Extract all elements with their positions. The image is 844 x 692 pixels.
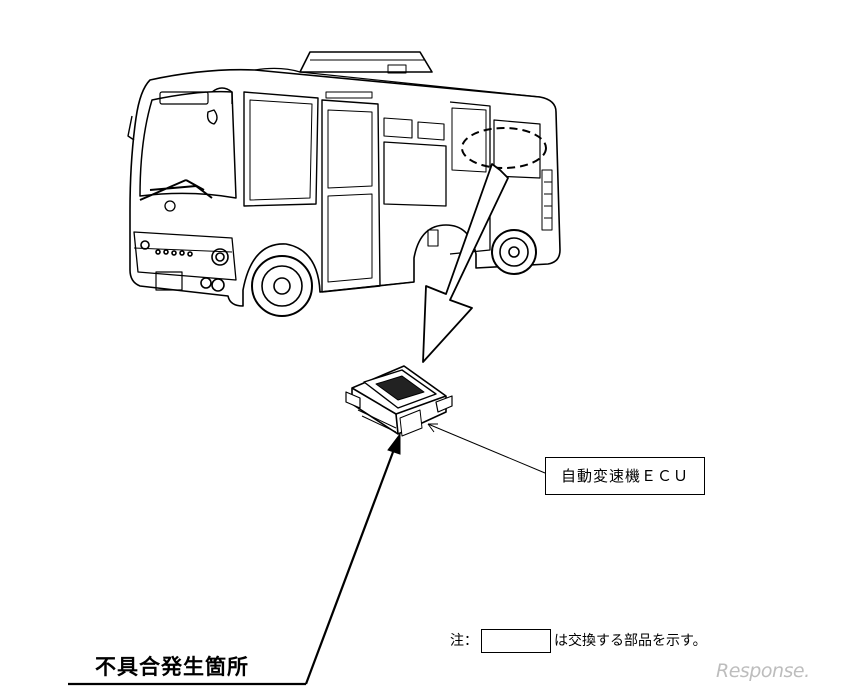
- ecu-component-icon: [345, 365, 453, 437]
- bus-illustration: [127, 51, 561, 317]
- replacement-part-legend-box: [481, 629, 551, 653]
- ecu-label-leader: [427, 423, 546, 474]
- ecu-label: 自動変速機ＥＣＵ: [545, 457, 705, 495]
- note-text: 注： は交換する部品を示す。: [450, 629, 707, 653]
- watermark: Response.: [716, 660, 810, 682]
- note-prefix: 注：: [450, 633, 478, 649]
- leader-line-arrow: [68, 432, 401, 686]
- callout-arrow: [422, 163, 509, 363]
- defect-location-label: 不具合発生箇所: [95, 654, 249, 679]
- note-suffix: は交換する部品を示す。: [554, 633, 707, 649]
